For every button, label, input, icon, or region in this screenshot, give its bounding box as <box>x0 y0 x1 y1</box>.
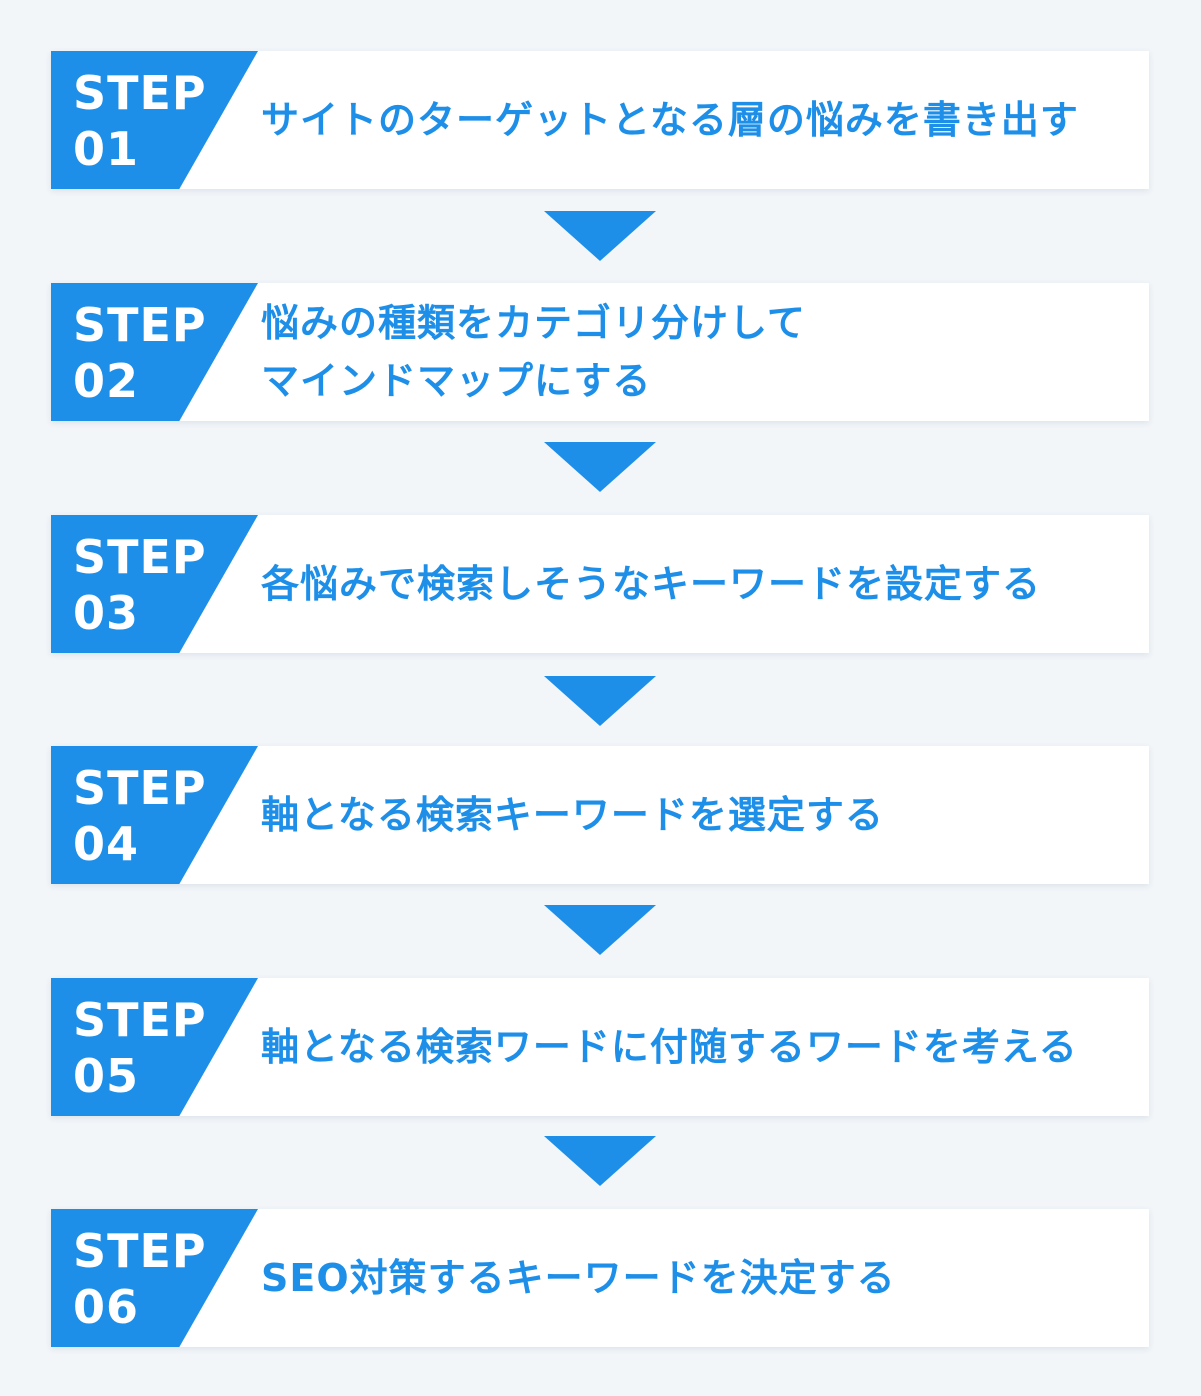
step-number: 01 <box>73 122 140 176</box>
step-number: 02 <box>73 354 140 408</box>
down-triangle-icon <box>544 1136 656 1186</box>
step-word: STEP <box>73 66 207 120</box>
step-badge: STEP 04 <box>51 746 258 884</box>
step-word: STEP <box>73 298 207 352</box>
step-label-line: 各悩みで検索しそうなキーワードを設定する <box>261 562 1042 606</box>
step-badge-text: STEP 02 <box>73 297 207 409</box>
step-badge-text: STEP 05 <box>73 992 207 1104</box>
step-label-line: マインドマップにする <box>261 359 652 403</box>
step-word: STEP <box>73 761 207 815</box>
step-card-06: STEP 06 SEO対策するキーワードを決定する <box>51 1209 1149 1347</box>
step-word: STEP <box>73 530 207 584</box>
step-label: 軸となる検索キーワードを選定する <box>261 746 1131 884</box>
step-badge-text: STEP 03 <box>73 529 207 641</box>
step-label-line: 悩みの種類をカテゴリ分けして <box>261 301 806 345</box>
step-card-04: STEP 04 軸となる検索キーワードを選定する <box>51 746 1149 884</box>
step-badge: STEP 05 <box>51 978 258 1116</box>
step-card-01: STEP 01 サイトのターゲットとなる層の悩みを書き出す <box>51 51 1149 189</box>
step-number: 03 <box>73 586 140 640</box>
step-card-05: STEP 05 軸となる検索ワードに付随するワードを考える <box>51 978 1149 1116</box>
step-number: 06 <box>73 1280 140 1334</box>
down-triangle-icon <box>544 211 656 261</box>
step-label-line: SEO対策するキーワードを決定する <box>261 1256 896 1300</box>
step-badge-text: STEP 04 <box>73 760 207 872</box>
step-badge: STEP 02 <box>51 283 258 421</box>
step-label: SEO対策するキーワードを決定する <box>261 1209 1131 1347</box>
step-label-line: 軸となる検索ワードに付随するワードを考える <box>261 1025 1078 1069</box>
step-badge-text: STEP 06 <box>73 1223 207 1335</box>
step-card-03: STEP 03 各悩みで検索しそうなキーワードを設定する <box>51 515 1149 653</box>
step-word: STEP <box>73 993 207 1047</box>
down-triangle-icon <box>544 676 656 726</box>
down-triangle-icon <box>544 442 656 492</box>
step-badge: STEP 06 <box>51 1209 258 1347</box>
step-label-line: 軸となる検索キーワードを選定する <box>261 793 884 837</box>
step-label-line: サイトのターゲットとなる層の悩みを書き出す <box>261 98 1079 142</box>
step-word: STEP <box>73 1224 207 1278</box>
step-number: 04 <box>73 817 140 871</box>
step-label: 悩みの種類をカテゴリ分けして マインドマップにする <box>261 283 1131 421</box>
step-number: 05 <box>73 1049 140 1103</box>
step-label: 各悩みで検索しそうなキーワードを設定する <box>261 515 1131 653</box>
step-badge: STEP 03 <box>51 515 258 653</box>
step-label: サイトのターゲットとなる層の悩みを書き出す <box>261 51 1131 189</box>
down-triangle-icon <box>544 905 656 955</box>
step-card-02: STEP 02 悩みの種類をカテゴリ分けして マインドマップにする <box>51 283 1149 421</box>
step-badge-text: STEP 01 <box>73 65 207 177</box>
step-badge: STEP 01 <box>51 51 258 189</box>
step-label: 軸となる検索ワードに付随するワードを考える <box>261 978 1131 1116</box>
